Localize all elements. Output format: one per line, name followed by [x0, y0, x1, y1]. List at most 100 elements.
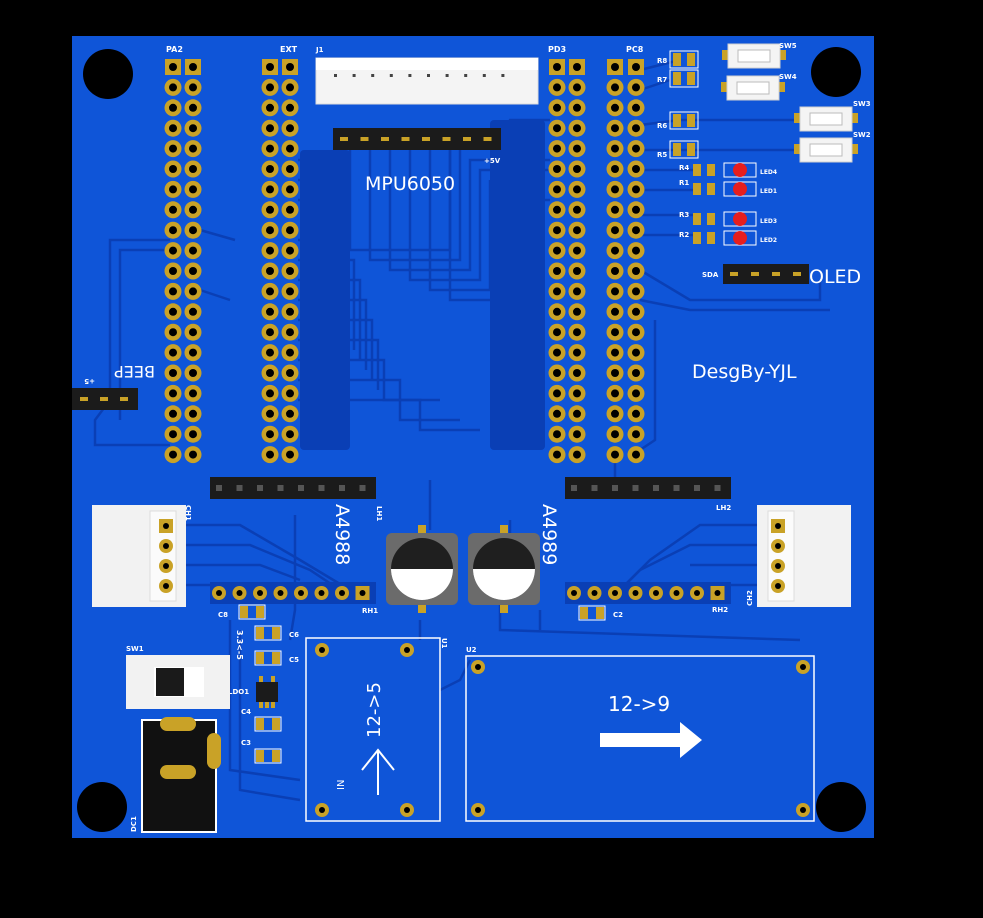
dc1-label: DC1	[130, 816, 138, 832]
pin-hole	[189, 63, 197, 71]
pin-hole	[553, 450, 561, 459]
top-connector-pins	[334, 74, 505, 77]
pin-hole	[169, 226, 177, 235]
cap-pad	[256, 750, 264, 762]
connector-pin	[408, 74, 412, 77]
a4989-label: A4989	[538, 504, 560, 565]
pin-hole	[169, 144, 177, 153]
pin-hole	[611, 369, 619, 377]
pin-hole	[573, 103, 581, 112]
reg-label: 3.3<-5	[235, 630, 244, 660]
pin-headers	[164, 59, 645, 464]
pin-hole	[257, 590, 263, 596]
header-label-pc8: PC8	[626, 45, 644, 54]
beep-label: BEEP	[114, 362, 155, 381]
sw1-label: SW1	[126, 645, 144, 653]
pin-hole	[189, 307, 197, 316]
oled-pins	[730, 272, 801, 276]
header-pin	[714, 485, 721, 491]
header-pin	[216, 485, 222, 491]
pin-hole	[553, 307, 561, 316]
pin-hole	[169, 409, 177, 418]
header-pin	[318, 485, 325, 491]
switch-label: SW4	[779, 73, 797, 81]
resistor-pad	[693, 164, 701, 176]
cap-pad	[272, 750, 280, 762]
top-connector-label: J1	[315, 46, 324, 54]
u2-converter-module: U2 12->9	[465, 646, 815, 822]
switch-button	[809, 143, 843, 157]
pin-hole	[632, 348, 640, 357]
pin-hole	[277, 590, 284, 596]
pin-hole	[169, 369, 177, 377]
pin-hole	[632, 83, 640, 92]
pin-hole	[611, 124, 619, 133]
mpu6050-pins	[340, 137, 492, 141]
pin-hole	[694, 590, 700, 596]
resistor-pad	[693, 183, 701, 195]
c6-label: C6	[289, 631, 299, 639]
designer-label: DesgBy-YJL	[692, 361, 797, 383]
pin-hole	[286, 205, 294, 214]
switch-button	[809, 112, 843, 126]
pin-hole	[189, 185, 197, 194]
pin-hole	[632, 144, 640, 153]
header-pin	[359, 485, 366, 491]
pin-hole	[553, 348, 561, 357]
pin-hole	[553, 287, 561, 296]
mounting-hole-top-right	[811, 47, 861, 97]
pin-hole	[318, 590, 325, 596]
resistor-label: R3	[679, 211, 689, 219]
pin-hole	[573, 328, 581, 337]
rh2-pad-row: RH2	[565, 582, 731, 614]
pin-hole	[266, 165, 274, 173]
resistor-label: R6	[657, 122, 667, 130]
ch1-connector: CH1	[92, 505, 192, 607]
pin-hole	[553, 246, 561, 255]
pin-hole	[632, 328, 640, 337]
pin-hole	[553, 83, 561, 92]
lh2-label: LH2	[716, 504, 731, 512]
rh2-label: RH2	[712, 606, 728, 614]
pin-hole	[189, 144, 197, 153]
cap-pad	[240, 606, 248, 618]
cap-pad	[256, 606, 264, 618]
pin-hole	[286, 226, 294, 235]
pin-hole	[632, 205, 640, 214]
pin-hole	[632, 389, 640, 398]
plus5v-label: +5V	[484, 157, 501, 165]
cap-pad	[596, 607, 604, 619]
pin-hole	[286, 83, 294, 92]
mounting-hole-top-left	[83, 49, 133, 99]
pin-hole	[286, 348, 294, 357]
pin-hole	[169, 307, 177, 316]
pin-hole	[632, 124, 640, 133]
header-pin	[360, 137, 369, 141]
header-pin	[236, 485, 243, 491]
pin-hole	[632, 165, 640, 173]
pin-hole	[266, 369, 274, 377]
pin-hole	[611, 144, 619, 153]
beep-plus-label: +5	[84, 377, 95, 385]
pin-hole	[632, 103, 640, 112]
pin-hole	[266, 409, 274, 418]
cap-pad	[272, 627, 280, 639]
conv-right-arrow-icon	[600, 722, 702, 758]
pin-hole	[286, 450, 294, 459]
u1-converter-module: U1 12->5 IN	[305, 637, 448, 822]
pin-hole	[573, 144, 581, 153]
pin-hole	[169, 267, 177, 275]
pin-hole	[573, 246, 581, 255]
ch1-pins	[159, 519, 173, 593]
pin-hole	[298, 590, 304, 596]
beep-header: BEEP +5	[72, 362, 155, 410]
pin-hole	[573, 83, 581, 92]
pin-hole	[169, 328, 177, 337]
pin-hole	[266, 348, 274, 357]
header-pin	[591, 485, 598, 491]
pin-hole	[612, 590, 618, 596]
connector-pin	[482, 74, 486, 77]
pin-hole	[189, 450, 197, 459]
pin-hole	[611, 205, 619, 214]
